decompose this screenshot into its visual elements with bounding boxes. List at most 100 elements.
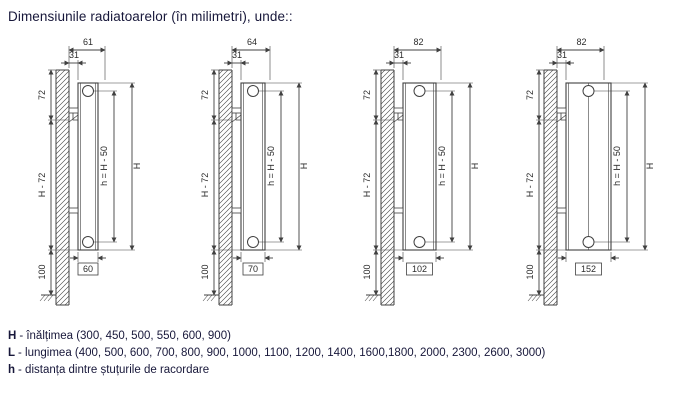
bracket-hook <box>397 113 404 121</box>
dim-label-top-width: 82 <box>414 37 424 47</box>
dim-label-top-offset: 72 <box>363 90 372 100</box>
bottom-connection-port <box>582 236 595 248</box>
legend-item-length: L- lungimea (400, 500, 600, 700, 800, 90… <box>8 347 700 359</box>
dim-label-depth: 152 <box>581 264 596 274</box>
bracket-brace <box>556 114 567 123</box>
floor-hatch <box>531 294 538 302</box>
floor-hatch <box>39 294 46 302</box>
dim-label-wall-gap: 31 <box>394 50 404 60</box>
wall-hatching <box>381 70 395 305</box>
top-connection-port <box>82 85 94 97</box>
wall-hatching <box>218 70 232 305</box>
floor-hatch <box>43 294 50 302</box>
legend: H- înălțimea (300, 450, 500, 550, 600, 9… <box>0 314 700 376</box>
dim-label-total-height: H <box>470 163 480 170</box>
legend-text-H: - înălțimea (300, 450, 500, 550, 600, 90… <box>19 330 231 342</box>
dim-label-bottom-offset: 100 <box>526 264 535 279</box>
radiator-side-view: 61 31 72 H - 72 100 h = H - 50 H 60 <box>37 37 142 306</box>
floor-hatch <box>365 294 371 302</box>
legend-symbol-h: h <box>8 364 16 376</box>
radiator-side-view: 82 31 72 H - 72 100 h = H - 50 H 152 <box>525 37 655 306</box>
depth-label-box <box>77 262 99 276</box>
dim-label-bottom-offset: 100 <box>38 264 47 279</box>
bottom-connection-port <box>246 236 259 248</box>
radiator-diagram-4: 82 31 72 H - 72 100 h = H - 50 H 152 <box>525 36 684 314</box>
dim-label-wall-gap: 31 <box>557 50 567 60</box>
radiator-side-view: 82 31 72 H - 72 100 h = H - 50 H 102 <box>362 37 480 306</box>
dim-label-depth: 102 <box>412 264 427 274</box>
dim-label-depth: 70 <box>248 264 258 274</box>
radiator-body <box>77 82 99 251</box>
dim-label-depth: 60 <box>83 264 93 274</box>
radiator-side-view: 64 31 72 H - 72 100 h = H - 50 H 70 <box>200 37 309 306</box>
floor-hatch <box>369 294 375 302</box>
radiator-diagram-1: 61 31 72 H - 72 100 h = H - 50 H 60 <box>37 36 196 314</box>
depth-label-box <box>406 262 434 276</box>
radiator-body <box>240 82 266 251</box>
legend-item-height: H- înălțimea (300, 450, 500, 550, 600, 9… <box>8 330 700 342</box>
radiator-diagram-2: 64 31 72 H - 72 100 h = H - 50 H 70 <box>200 36 359 314</box>
legend-item-port-distance: h- distanța dintre ștuțurile de racordar… <box>8 364 700 376</box>
wall-bracket-bottom <box>231 207 242 214</box>
legend-symbol-L: L <box>8 347 16 359</box>
dim-label-port-distance: h = H - 50 <box>612 146 622 186</box>
page-title: Dimensiunile radiatoarelor (în milimetri… <box>8 9 293 24</box>
radiator-body <box>402 82 437 251</box>
dim-label-top-offset: 72 <box>526 90 535 100</box>
floor-hatch <box>535 294 542 302</box>
dim-label-middle-height: H - 72 <box>38 173 47 198</box>
dim-label-total-height: H <box>299 163 309 170</box>
dim-label-top-width: 61 <box>83 37 93 47</box>
dim-label-top-width: 64 <box>247 37 257 47</box>
bracket-hook <box>235 113 241 121</box>
wall-hatching <box>543 70 557 305</box>
dim-label-bottom-offset: 100 <box>201 264 210 279</box>
diagrams-row: 61 31 72 H - 72 100 h = H - 50 H 60 64 31 72 H - 7… <box>0 36 700 314</box>
depth-label-box <box>242 262 264 276</box>
dim-label-total-height: H <box>132 163 142 170</box>
wall-bracket-bottom <box>556 207 567 214</box>
top-connection-port <box>582 85 595 97</box>
top-connection-port <box>413 85 426 97</box>
dim-label-top-offset: 72 <box>201 90 210 100</box>
wall-bracket-top <box>68 107 79 114</box>
bracket-brace <box>231 114 241 123</box>
bottom-connection-port <box>82 236 94 248</box>
top-connection-port <box>246 85 259 97</box>
radiator-diagram-3: 82 31 72 H - 72 100 h = H - 50 H 102 <box>362 36 521 314</box>
radiator-dimensions-figure: Dimensiunile radiatoarelor (în milimetri… <box>0 9 700 376</box>
wall-bracket-bottom <box>393 207 404 214</box>
wall-bracket-top <box>231 107 242 114</box>
dim-label-total-height: H <box>645 163 655 170</box>
dim-label-top-width: 82 <box>576 37 586 47</box>
wall-bracket-top <box>556 107 567 114</box>
legend-symbol-H: H <box>8 330 17 342</box>
dim-label-middle-height: H - 72 <box>526 173 535 198</box>
dim-label-middle-height: H - 72 <box>363 173 372 198</box>
dim-label-wall-gap: 31 <box>232 50 242 60</box>
wall-bracket-top <box>393 107 404 114</box>
depth-label-box <box>575 262 602 276</box>
floor-hatch <box>373 294 379 302</box>
wall-bracket-bottom <box>68 207 79 214</box>
dim-label-port-distance: h = H - 50 <box>99 146 109 186</box>
legend-text-L: - lungimea (400, 500, 600, 700, 800, 900… <box>18 347 546 359</box>
bottom-connection-port <box>413 236 426 248</box>
floor-hatch <box>202 294 208 302</box>
dim-label-wall-gap: 31 <box>69 50 79 60</box>
bracket-hook <box>72 113 78 121</box>
dim-label-top-offset: 72 <box>38 90 47 100</box>
dim-label-port-distance: h = H - 50 <box>437 146 447 186</box>
dim-label-bottom-offset: 100 <box>363 264 372 279</box>
floor-hatch <box>527 294 534 302</box>
floor-hatch <box>206 294 212 302</box>
bracket-hook <box>560 113 566 121</box>
dim-label-port-distance: h = H - 50 <box>266 146 276 186</box>
bracket-brace <box>394 114 404 123</box>
floor-hatch <box>210 294 216 302</box>
legend-text-h: - distanța dintre ștuțurile de racordare <box>18 364 210 376</box>
floor-hatch <box>47 294 54 302</box>
dim-label-middle-height: H - 72 <box>201 173 210 198</box>
bracket-brace <box>68 114 79 123</box>
wall-hatching <box>56 70 69 305</box>
